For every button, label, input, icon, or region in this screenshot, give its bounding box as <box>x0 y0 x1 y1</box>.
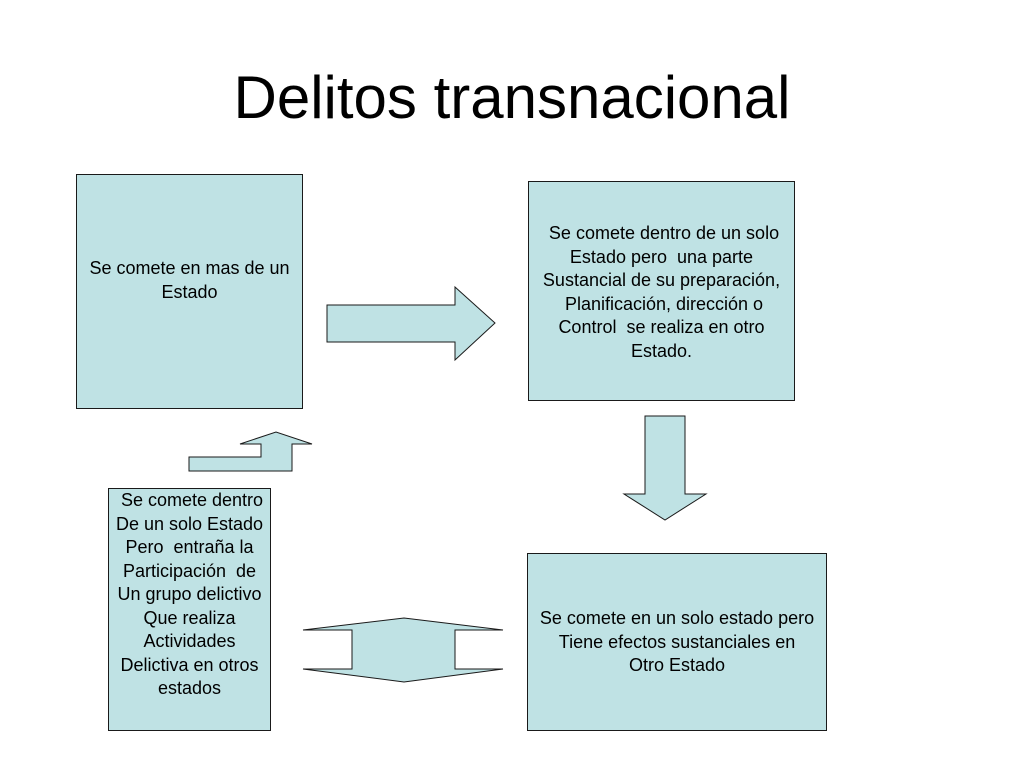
box-single-state-effects: Se comete en un solo estado pero Tiene e… <box>527 553 827 731</box>
box-criminal-group: Se comete dentro De un solo Estado Pero … <box>108 488 271 731</box>
box-text-line: Estado pero una parte <box>569 246 754 267</box>
slide-title: Delitos transnacional <box>233 64 791 131</box>
box-text-line: Participación de <box>122 560 257 581</box>
left-right-arrow <box>302 617 504 683</box>
box-text-line: estados <box>157 678 222 698</box>
box-text-line: Que realiza <box>143 607 236 628</box>
box-text-line: Un grupo delictivo <box>117 584 262 604</box>
box-text-line: Pero entraña la <box>125 537 254 557</box>
box-text-line: Planificación, dirección o <box>559 293 764 314</box>
box-text-line: Tiene efectos sustanciales en <box>558 631 796 652</box>
box-text-line: Otro Estado <box>628 655 726 675</box>
box-text-line: Estado. <box>630 340 693 361</box>
box-text-line: Delictiva en otros <box>120 654 259 675</box>
up-turn-arrow <box>188 431 313 472</box>
box-text-line: Se comete en mas de un <box>89 258 290 278</box>
right-arrow <box>326 285 496 362</box>
box-text-line: Se comete en un solo estado pero <box>539 608 815 628</box>
box-text-line: Se comete dentro de un solo <box>543 223 780 243</box>
down-arrow <box>622 415 708 521</box>
box-text-line: Control se realiza en otro <box>558 317 765 337</box>
box-text-line: Se comete dentro <box>115 490 264 510</box>
box-text-line: De un solo Estado <box>115 513 264 534</box>
box-text-line: Sustancial de su preparación, <box>542 270 781 290</box>
box-multiple-states: Se comete en mas de un Estado <box>76 174 303 409</box>
box-single-state-partial-control: Se comete dentro de un solo Estado pero … <box>528 181 795 401</box>
box-text-line: Actividades <box>143 631 236 651</box>
box-text-line: Estado <box>161 281 218 302</box>
